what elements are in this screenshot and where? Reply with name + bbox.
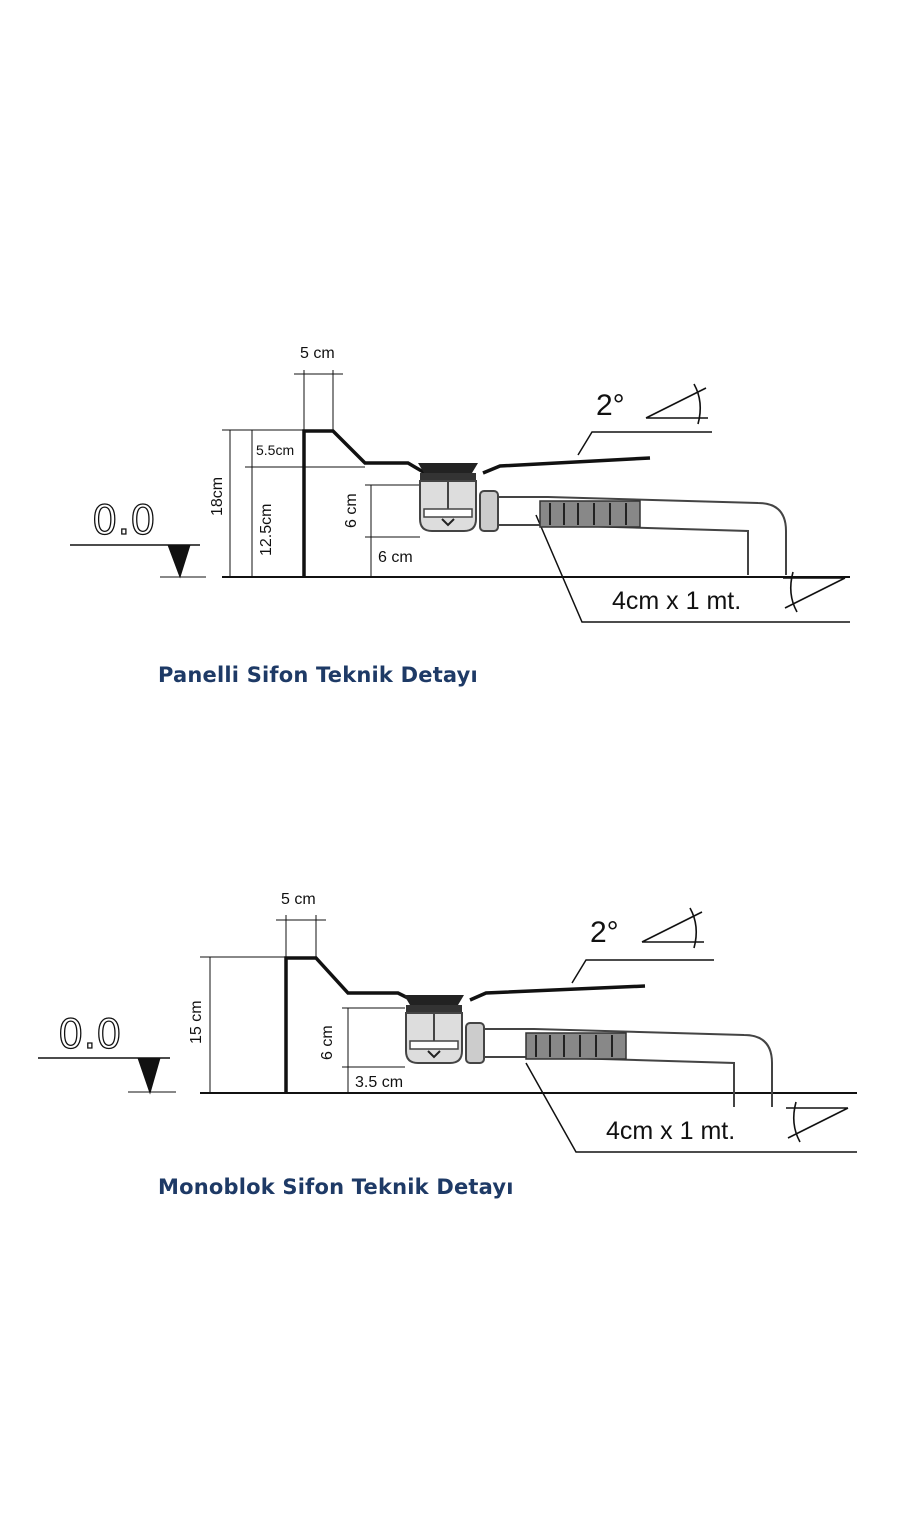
tray-profile xyxy=(302,429,651,577)
slope-leader-line xyxy=(577,431,712,456)
level-marker xyxy=(38,1057,176,1095)
diagram-title-monoblok: Monoblok Sifon Teknik Detayı xyxy=(158,1175,514,1199)
slope-angle-icon xyxy=(641,907,705,949)
pipe-label: 4cm x 1 mt. xyxy=(612,587,741,615)
pipe-angle-icon xyxy=(782,571,846,613)
trap-clearance-label: 3.5 cm xyxy=(355,1074,403,1091)
level-label: 0.0 xyxy=(58,1012,122,1058)
slope-leader-line xyxy=(571,959,714,984)
monoblok-diagram xyxy=(38,915,857,1153)
tray-profile xyxy=(284,956,646,1093)
level-marker xyxy=(70,544,206,579)
rim-height-label: 5.5cm xyxy=(256,442,294,458)
slope-angle-icon xyxy=(645,383,709,425)
pipe-leader-line xyxy=(535,514,850,623)
slope-label: 2° xyxy=(596,389,625,422)
dimension-lines xyxy=(222,370,420,577)
pipe-leader-line xyxy=(525,1062,857,1153)
total-height-label: 15 cm xyxy=(188,1000,205,1044)
total-height-label: 18cm xyxy=(209,477,226,516)
diagram-title-panelli: Panelli Sifon Teknik Detayı xyxy=(158,663,478,687)
panelli-diagram xyxy=(70,370,850,623)
level-label: 0.0 xyxy=(92,498,156,544)
top-width-label: 5 cm xyxy=(300,345,335,362)
siphon-drain xyxy=(417,462,787,576)
base-height-label: 12.5cm xyxy=(258,504,275,556)
trap-clearance-label: 6 cm xyxy=(378,549,413,566)
trap-height-label: 6 cm xyxy=(319,1025,336,1060)
pipe-angle-icon xyxy=(785,1101,849,1143)
top-width-label: 5 cm xyxy=(281,891,316,908)
dimension-lines xyxy=(200,915,405,1093)
slope-label: 2° xyxy=(590,916,619,949)
siphon-drain xyxy=(403,994,773,1108)
pipe-label: 4cm x 1 mt. xyxy=(606,1117,735,1145)
trap-height-label: 6 cm xyxy=(343,493,360,528)
